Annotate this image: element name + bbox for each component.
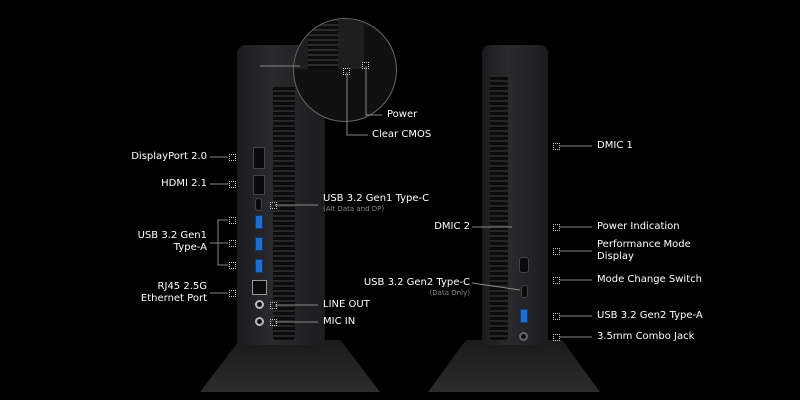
marker [270,202,277,209]
label-usb-a-line1: USB 3.2 Gen1 [137,230,207,241]
marker [229,290,236,297]
usb-c-port [255,198,262,211]
label-dmic2: DMIC 2 [434,221,470,232]
marker [229,181,236,188]
label-rj45: RJ45 2.5G Ethernet Port [141,281,207,305]
mode-switch [519,257,529,273]
marker [229,154,236,161]
label-perf-line2: Display [597,251,634,262]
line-out-jack [255,300,264,309]
hdmi-port [253,175,265,195]
label-usb-c-main: USB 3.2 Gen1 Type-C [323,193,430,204]
label-power: Power [387,109,418,120]
label-rj45-line2: Ethernet Port [140,293,207,304]
label-mic-in: MIC IN [323,316,356,327]
label-dmic1: DMIC 1 [597,140,633,151]
usb-c-port [521,285,528,298]
marker [553,143,560,150]
marker [229,262,236,269]
label-clear-cmos: Clear CMOS [372,129,432,140]
label-usb-c-sub: (Alt Data and DP) [323,205,385,213]
label-power-indication: Power Indication [597,221,680,232]
zoom-inset [293,18,397,122]
label-perf-line1: Performance Mode [597,239,691,250]
label-hdmi: HDMI 2.1 [161,178,207,189]
label-line-out: LINE OUT [323,299,370,310]
label-usb-c2: USB 3.2 Gen2 Type-C (Data Only) [364,277,470,298]
marker [553,248,560,255]
marker [343,68,350,75]
usb-a-port [255,215,263,229]
usb-a-port [255,259,263,273]
marker [553,277,560,284]
marker [553,224,560,231]
label-usb-a-gen2: USB 3.2 Gen2 Type-A [597,310,703,321]
label-mode-switch: Mode Change Switch [597,274,702,285]
label-usb-a-line2: Type-A [173,242,207,253]
usb-a-port [520,309,528,323]
rj45-port [252,280,267,295]
marker [362,62,369,69]
label-combo-jack: 3.5mm Combo Jack [597,331,695,342]
label-displayport: DisplayPort 2.0 [131,151,207,162]
marker [270,319,277,326]
vent [490,75,508,340]
vent [273,85,295,340]
label-usb-c: USB 3.2 Gen1 Type-C (Alt Data and DP) [323,193,429,214]
label-performance-mode: Performance Mode Display [597,239,691,263]
mic-in-jack [255,317,264,326]
front-device [482,45,548,345]
combo-jack [519,332,528,341]
label-usb-a: USB 3.2 Gen1 Type-A [138,230,207,254]
marker [270,302,277,309]
marker [229,240,236,247]
displayport-port [253,147,265,169]
marker [229,217,236,224]
label-usb-c2-main: USB 3.2 Gen2 Type-C [363,277,470,288]
marker [553,334,560,341]
marker [553,313,560,320]
label-usb-c2-sub: (Data Only) [429,289,470,297]
usb-a-port [255,237,263,251]
label-rj45-line1: RJ45 2.5G [157,281,207,292]
